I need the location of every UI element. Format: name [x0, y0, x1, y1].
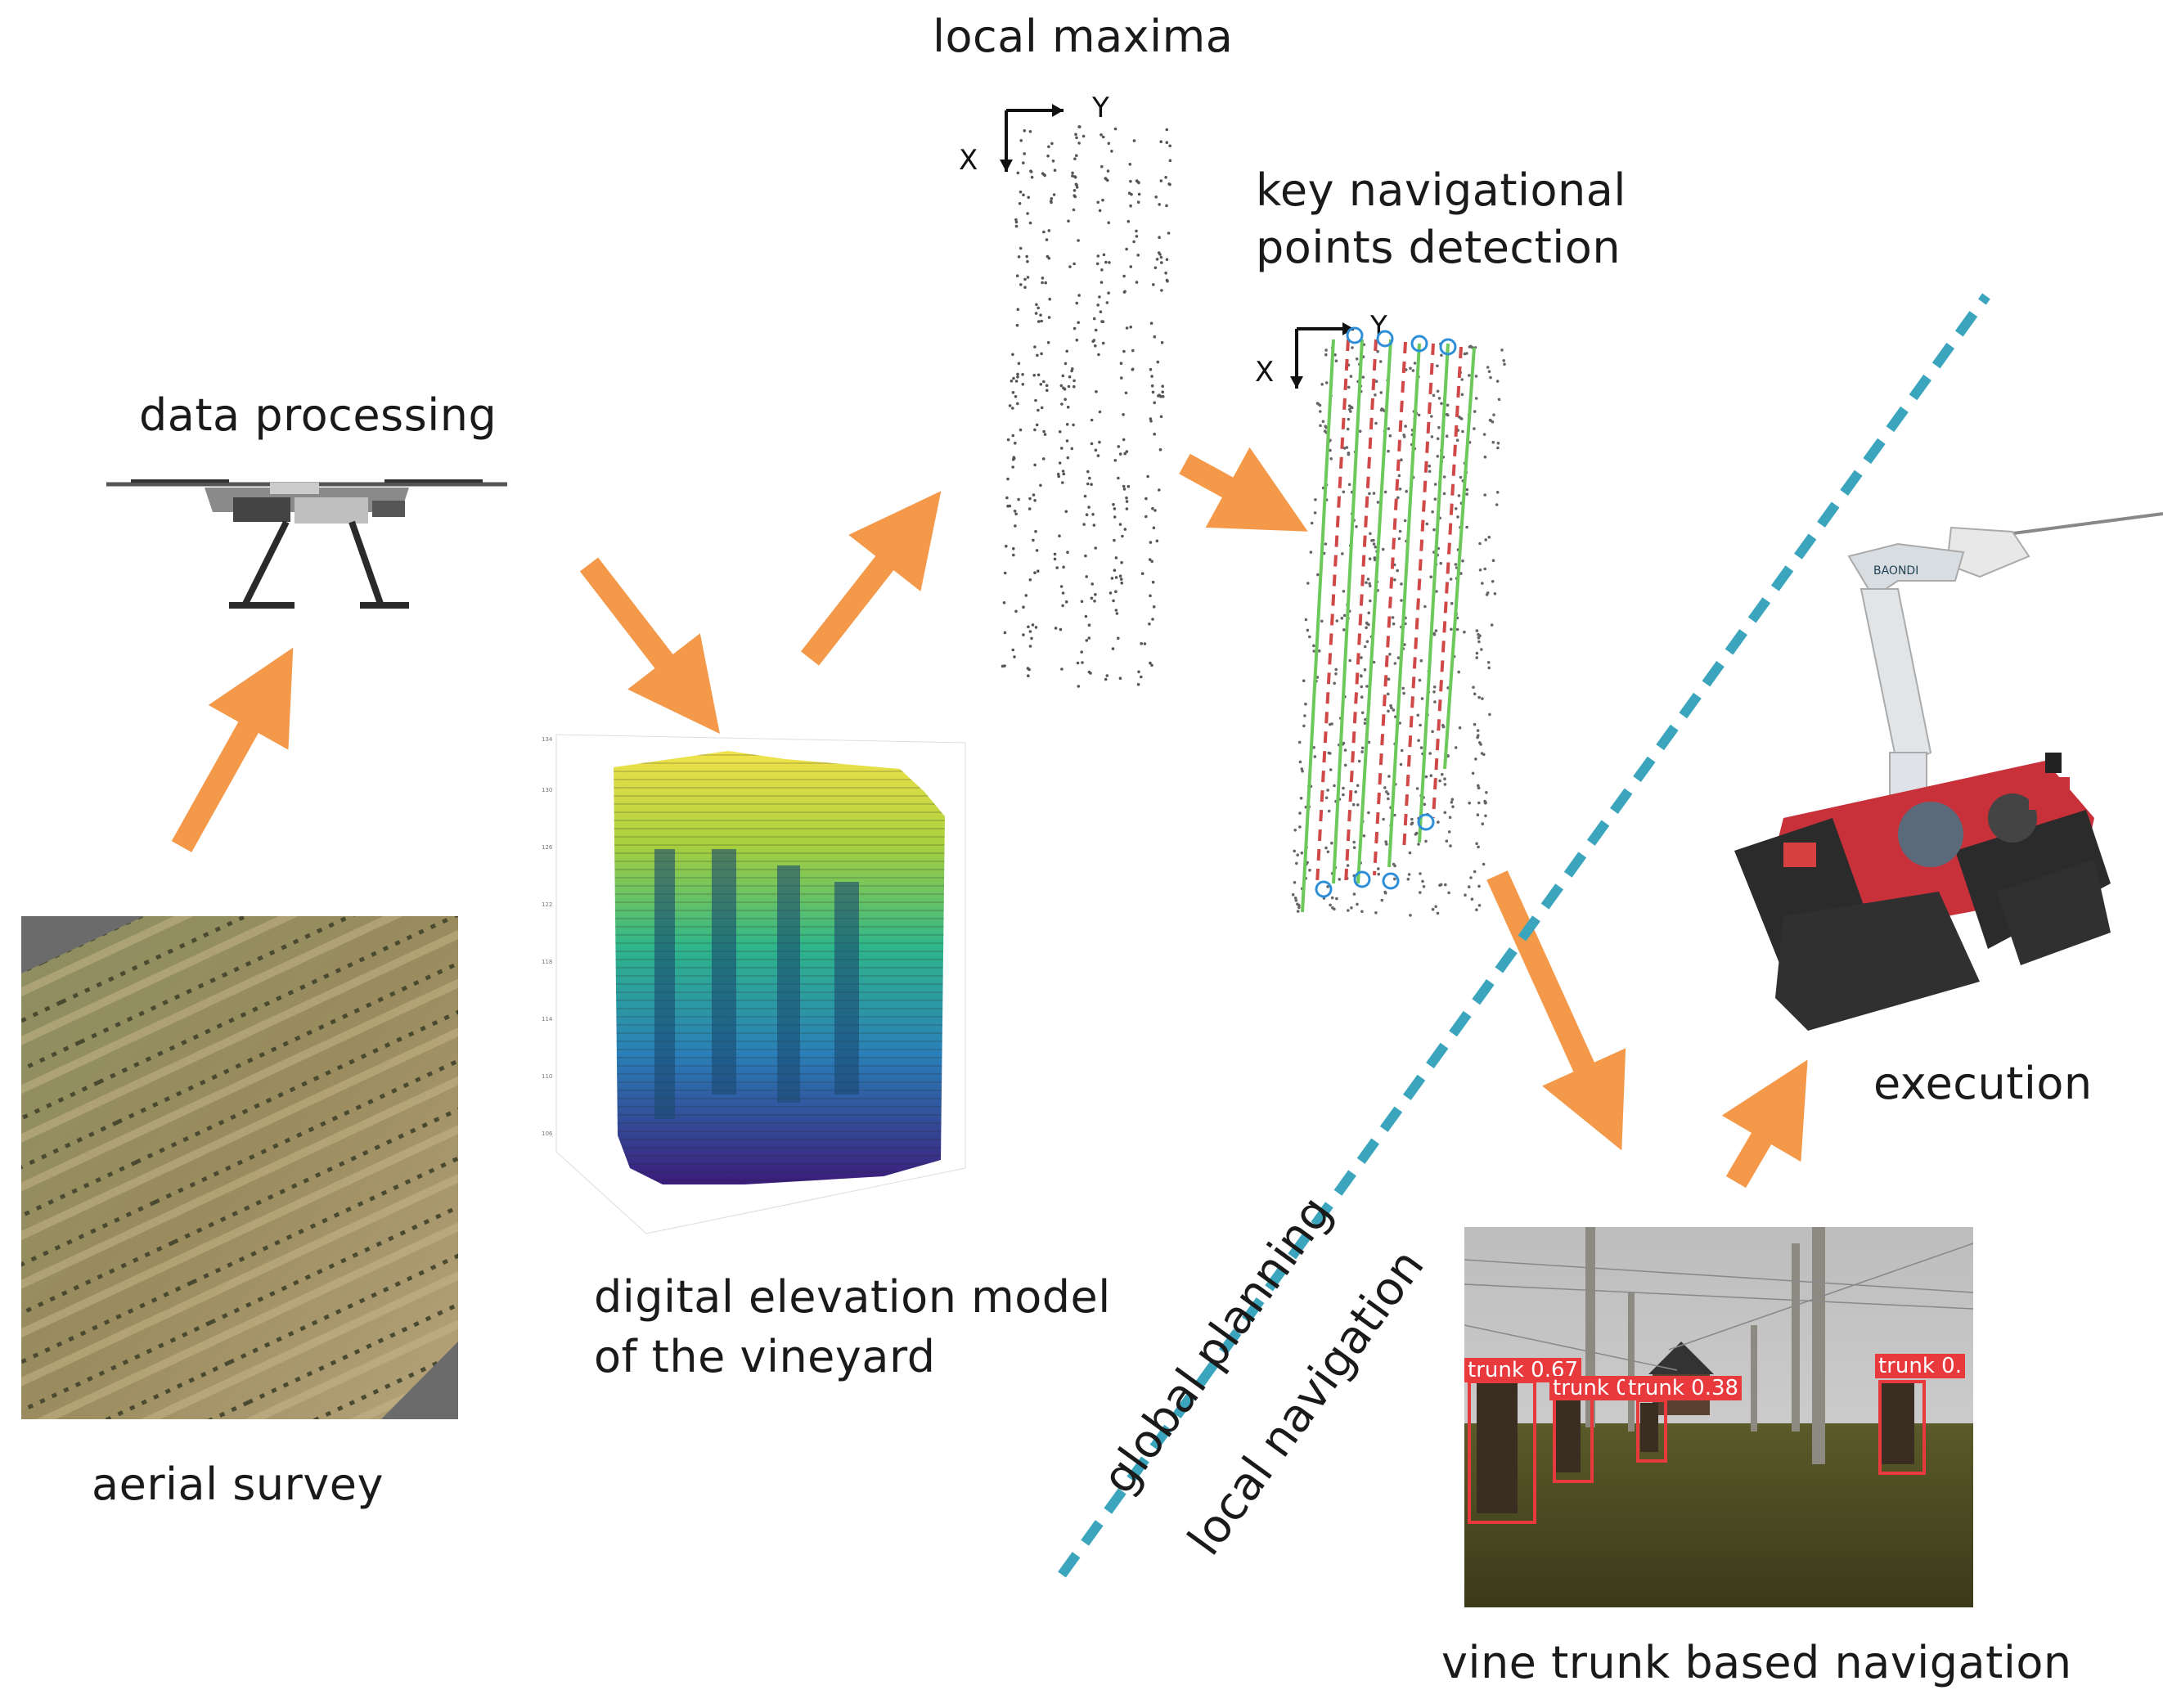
label-local-maxima: local maxima — [933, 11, 1234, 62]
dem-image: 134 130 126 122 118 114 110 106 — [542, 734, 966, 1234]
svg-text:134: 134 — [542, 736, 553, 743]
detection-label-3: trunk 0.38 — [1625, 1376, 1743, 1400]
label-vine-trunk-navigation: vine trunk based navigation — [1441, 1637, 2072, 1688]
robot-image: BAONDI — [1734, 512, 2163, 1031]
arrow-trunk-nav-to-execution — [1721, 1059, 1808, 1189]
vine-trunk-navigation-image: trunk 0.67 trunk 0.53 trunk 0.38 trunk 0… — [1464, 1227, 1973, 1607]
keynav-axis-x-label: X — [1255, 356, 1274, 389]
label-key-navigational-points: key navigational points detection — [1256, 164, 1626, 274]
maxima-axis-x-label: X — [959, 144, 978, 177]
svg-text:106: 106 — [542, 1130, 553, 1137]
planning-navigation-divider — [1058, 293, 1990, 1578]
keynav-axis-y-label: Y — [1369, 311, 1387, 343]
key-navigational-points-plot: Y X — [1255, 311, 1506, 917]
svg-text:122: 122 — [542, 901, 552, 908]
aerial-survey-image — [21, 916, 458, 1419]
svg-text:130: 130 — [542, 787, 552, 793]
svg-text:118: 118 — [542, 959, 552, 965]
detection-box-2 — [1553, 1396, 1594, 1483]
svg-text:126: 126 — [542, 844, 553, 851]
svg-text:110: 110 — [542, 1073, 552, 1080]
detection-label-4: trunk 0. — [1875, 1354, 1965, 1378]
label-dem: digital elevation model of the vineyard — [594, 1271, 1111, 1382]
arrow-keypoints-to-trunk-nav — [1486, 870, 1626, 1151]
detection-box-3 — [1636, 1399, 1667, 1463]
detection-box-4 — [1878, 1380, 1926, 1475]
local-maxima-plot: Y X — [959, 94, 1172, 688]
svg-text:114: 114 — [542, 1016, 553, 1023]
detection-box-1 — [1468, 1380, 1536, 1524]
arrow-survey-to-processing — [171, 647, 294, 852]
robot-brand-text: BAONDI — [1873, 564, 1918, 578]
maxima-axis-y-label: Y — [1091, 94, 1109, 124]
label-data-processing: data processing — [139, 389, 497, 441]
label-execution: execution — [1873, 1058, 2093, 1109]
label-aerial-survey: aerial survey — [92, 1459, 384, 1510]
drone-image — [106, 479, 507, 609]
arrow-processing-to-dem — [579, 557, 720, 735]
arrow-dem-to-maxima — [800, 491, 942, 666]
arrow-maxima-to-keypoints — [1179, 447, 1308, 532]
